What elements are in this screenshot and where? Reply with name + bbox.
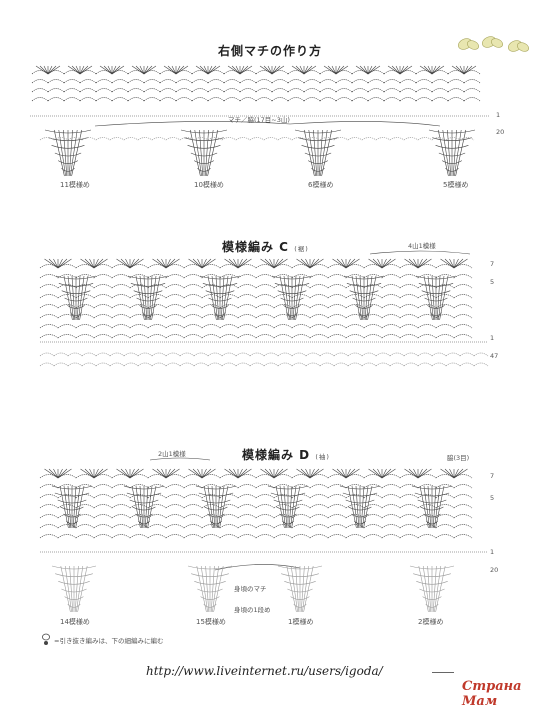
legend-text: =引き抜き編みは、下の細編みに編む	[54, 637, 164, 645]
section1-title: 右側マチの作り方	[218, 44, 323, 58]
section3-pineapple-lower	[409, 565, 455, 613]
section2-title: 模様編み C (裾)	[222, 238, 309, 255]
section3-pineapple-lower	[277, 565, 323, 613]
watermark: Страна Мам	[462, 679, 522, 709]
section3-side-label: 脇(3目)	[447, 454, 470, 462]
section3-bottom-label-2: 2模様め	[418, 618, 444, 626]
section2-pineapple	[343, 275, 385, 321]
section2-pineapple	[271, 275, 313, 321]
footer-url[interactable]: http://www.liveinternet.ru/users/igoda/	[146, 664, 383, 678]
section3-pineapple-lower	[187, 565, 233, 613]
section3-fan-row	[44, 468, 468, 479]
section2-arch-row	[39, 324, 473, 329]
section3-pineapple	[267, 485, 309, 529]
section1-pineapple	[428, 129, 476, 177]
slip-stitch-symbol-icon	[42, 633, 50, 645]
section2-pineapple	[199, 275, 241, 321]
section3-pineapple	[123, 485, 165, 529]
section3-row-20: 20	[490, 566, 499, 574]
section1-fan-row	[35, 65, 477, 75]
section2-pineapple	[55, 275, 97, 321]
section1-row-20: 20	[496, 128, 505, 136]
butterfly-ornament	[455, 34, 535, 56]
section2-row-47: 47	[490, 352, 499, 360]
section3-machi-curve	[214, 564, 301, 571]
section3-pineapple	[51, 485, 93, 529]
section1-faint-arches	[39, 137, 475, 141]
section2-fan-row	[44, 258, 468, 269]
footer-dash	[432, 672, 454, 673]
section2-row-7: 7	[490, 260, 495, 268]
section3-arch-row	[39, 514, 473, 519]
section3-row-5: 5	[490, 494, 495, 502]
section3-inner-label-row1: 身頃の1段め	[234, 606, 271, 614]
section2-pineapple	[127, 275, 169, 321]
section2-arch-row	[39, 334, 473, 339]
section2-title-note: (裾)	[294, 245, 309, 253]
section3-pineapple-lower	[51, 565, 97, 613]
section3-row-1: 1	[490, 548, 495, 556]
section2-arch-row	[39, 274, 473, 279]
section2-pineapple	[415, 275, 457, 321]
section3-arch-row	[39, 484, 473, 489]
section1-machi-curve	[94, 121, 441, 127]
section3-title-text: 模様編み D	[242, 448, 311, 462]
section2-arch-row	[39, 264, 473, 269]
section3-pineapple	[339, 485, 381, 529]
section3-repeat-bracket	[149, 457, 211, 461]
section1-pineapple	[180, 129, 228, 177]
section1-arch-row	[31, 97, 481, 102]
section3-row-7: 7	[490, 472, 495, 480]
section1-annotation: マチ／脇(17目~3山)	[228, 116, 290, 124]
section2-arch-row	[39, 304, 473, 309]
section2-title-text: 模様編み C	[222, 240, 289, 254]
section2-arch-row	[39, 314, 473, 319]
section3-inner-label-machi: 身頃のマチ	[234, 585, 267, 593]
section3-repeat-label: 2山1模様	[158, 450, 186, 458]
section2-arch-row	[39, 294, 473, 299]
butterfly-icon	[458, 36, 529, 52]
section3-title-note: (袖)	[315, 453, 330, 461]
section1-label-5: 5模様め	[443, 181, 469, 189]
section2-repeat-bracket	[369, 250, 471, 255]
section2-row-1: 1	[490, 334, 495, 342]
section3-title: 模様編み D (袖)	[242, 446, 330, 463]
section2-arch-row	[39, 284, 473, 289]
section1-arch-row	[31, 88, 481, 93]
section3-bottom-label-14: 14模様め	[60, 618, 90, 626]
section1-pineapple	[294, 129, 342, 177]
section3-arch-row	[39, 534, 473, 539]
section2-faint-row	[39, 352, 489, 357]
section1-pineapple	[44, 129, 92, 177]
legend: =引き抜き編みは、下の細編みに編む	[40, 633, 163, 647]
section1-arch-row	[31, 79, 481, 84]
section2-row-5: 5	[490, 278, 495, 286]
section3-arch-row	[39, 474, 473, 479]
section3-bottom-label-1: 1模様め	[288, 618, 314, 626]
section3-pineapple	[195, 485, 237, 529]
section2-repeat-label: 4山1模様	[408, 242, 436, 250]
section3-arch-row	[39, 494, 473, 499]
section3-bottom-label-15: 15模様め	[196, 618, 226, 626]
section3-pineapple	[411, 485, 453, 529]
section3-arch-row	[39, 504, 473, 509]
section1-arch-row	[31, 70, 481, 75]
section1-label-6: 6模様め	[308, 181, 334, 189]
section2-faint-row	[39, 362, 489, 367]
section3-arch-row	[39, 524, 473, 529]
section1-row-1: 1	[496, 111, 501, 119]
section1-label-11: 11模様め	[60, 181, 90, 189]
section1-label-10: 10模様め	[194, 181, 224, 189]
